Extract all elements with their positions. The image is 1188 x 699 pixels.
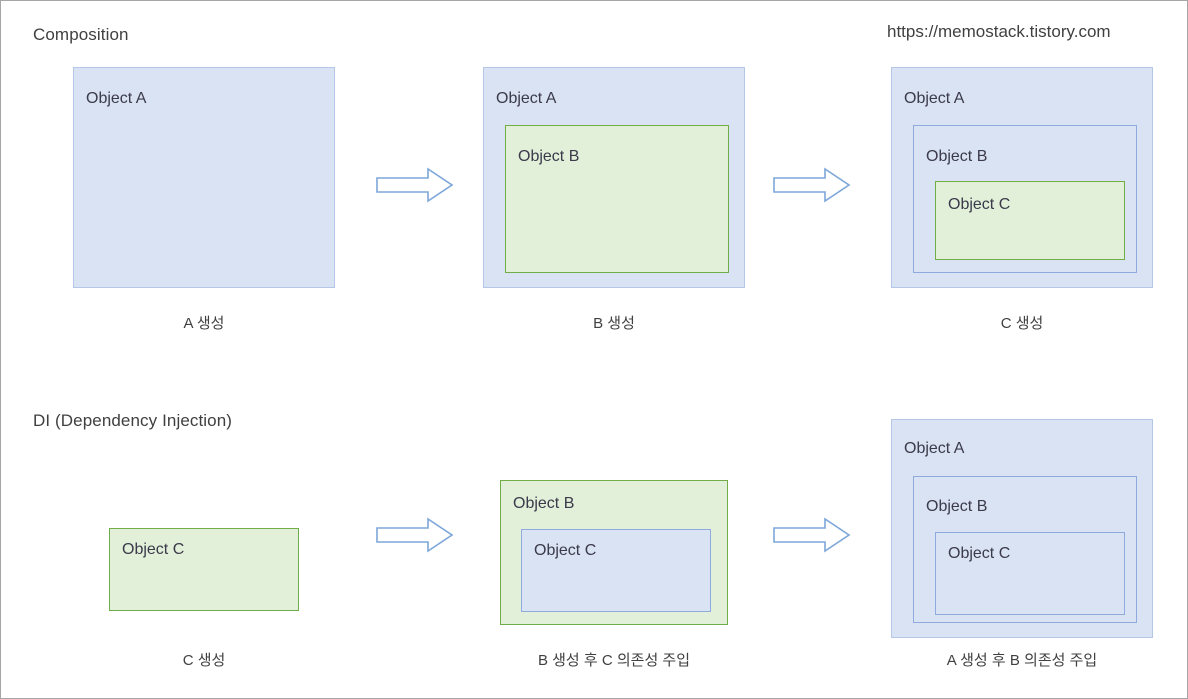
composition-step3-object-a-box: Object A Object B Object C [891,67,1153,288]
box-label: Object C [122,541,185,558]
box-label: Object C [534,542,597,559]
box-label: Object B [926,148,988,165]
box-label: Object B [926,498,988,515]
box-label: Object C [948,545,1011,562]
di-step3-caption: A 생성 후 B 의존성 주입 [946,652,1098,669]
box-label: Object B [513,495,575,512]
arrow-right-icon [773,166,851,209]
composition-step2-caption: B 생성 [593,315,635,332]
composition-step1-caption: A 생성 [183,315,225,332]
di-step2-object-b-box: Object B Object C [500,480,728,625]
section-title-di: DI (Dependency Injection) [33,411,233,430]
box-label: Object A [904,90,965,107]
composition-step1-object-a-box: Object A [73,67,335,288]
box-label: Object C [948,196,1011,213]
composition-step2-object-b-box: Object B [505,125,729,273]
composition-step3-object-b-box: Object B Object C [913,125,1137,273]
composition-step3-object-c-box: Object C [935,181,1125,260]
di-step3-object-a-box: Object A Object B Object C [891,419,1153,638]
di-step3-object-c-box: Object C [935,532,1125,615]
watermark-url: https://memostack.tistory.com [887,22,1111,41]
arrow-right-icon [773,516,851,559]
di-step1-object-c-box: Object C [109,528,299,611]
box-label: Object A [86,90,147,107]
di-step2-caption: B 생성 후 C 의존성 주입 [537,652,691,669]
box-label: Object A [904,440,965,457]
box-label: Object A [496,90,557,107]
composition-step3-caption: C 생성 [1000,315,1044,332]
arrow-right-icon [376,166,454,209]
composition-step2-object-a-box: Object A Object B [483,67,745,288]
di-step3-object-b-box: Object B Object C [913,476,1137,623]
di-step2-object-c-box: Object C [521,529,711,612]
section-title-composition: Composition [33,25,129,44]
box-label: Object B [518,148,580,165]
arrow-right-icon [376,516,454,559]
di-step1-caption: C 생성 [182,652,226,669]
